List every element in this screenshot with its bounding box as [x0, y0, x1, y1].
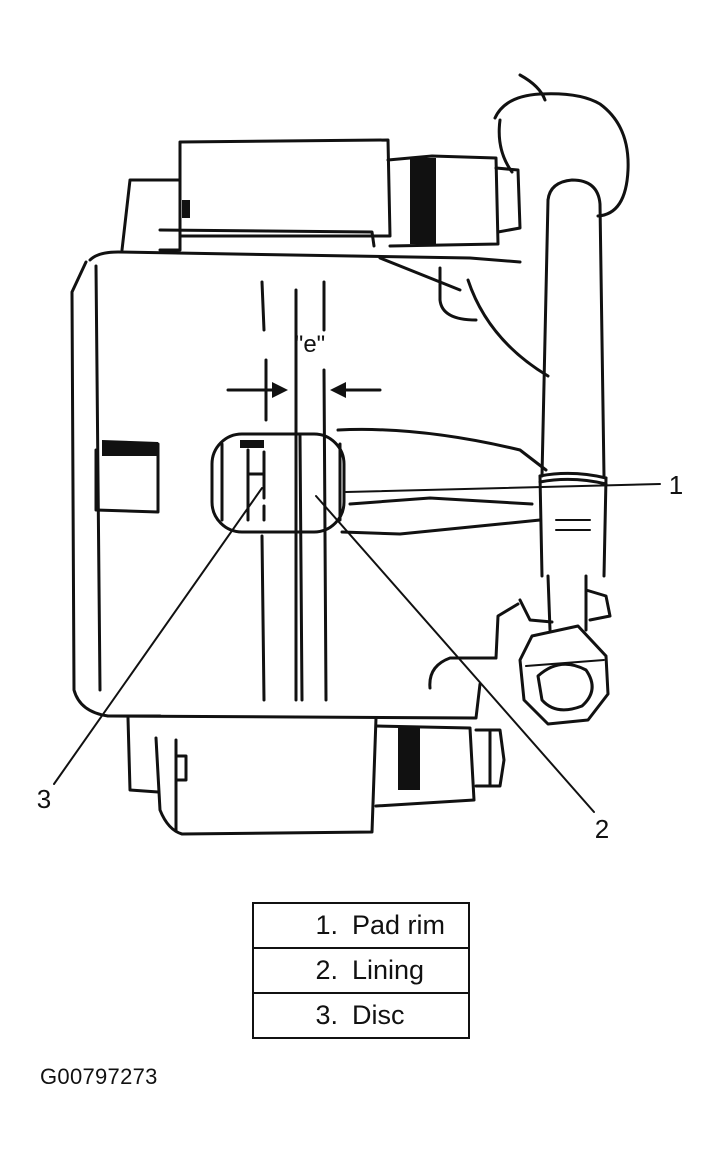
- brake-hose: [493, 73, 630, 632]
- upper-guide-pin: [120, 138, 522, 252]
- figure-id: G00797273: [40, 1064, 158, 1089]
- union-bolt: [518, 624, 610, 726]
- legend-label: Lining: [352, 947, 469, 993]
- brake-caliper-diagram: "e" 1 2 3: [37, 73, 683, 844]
- legend-number: 3.: [253, 992, 352, 1038]
- callout-1: 1: [669, 470, 683, 500]
- inspection-window: [210, 280, 346, 702]
- dimension-e: "e": [226, 331, 382, 398]
- caliper-body: [70, 250, 550, 720]
- legend-label: Disc: [352, 992, 469, 1038]
- legend-row: 2. Lining: [253, 947, 469, 993]
- legend-row: 3. Disc: [253, 992, 469, 1038]
- callout-2: 2: [595, 814, 609, 844]
- legend-label: Pad rim: [352, 910, 446, 940]
- dimension-e-label: "e": [295, 331, 325, 358]
- legend-number: 2.: [253, 947, 352, 993]
- parts-legend-table: 1. Pad rim 2. Lining 3. Disc: [252, 902, 470, 1039]
- legend-row: 1. Pad rim: [253, 903, 469, 948]
- leader-lines: [53, 483, 661, 813]
- callout-3: 3: [37, 784, 51, 814]
- lower-guide-pin: [126, 716, 506, 836]
- legend-number: 1.: [315, 910, 338, 940]
